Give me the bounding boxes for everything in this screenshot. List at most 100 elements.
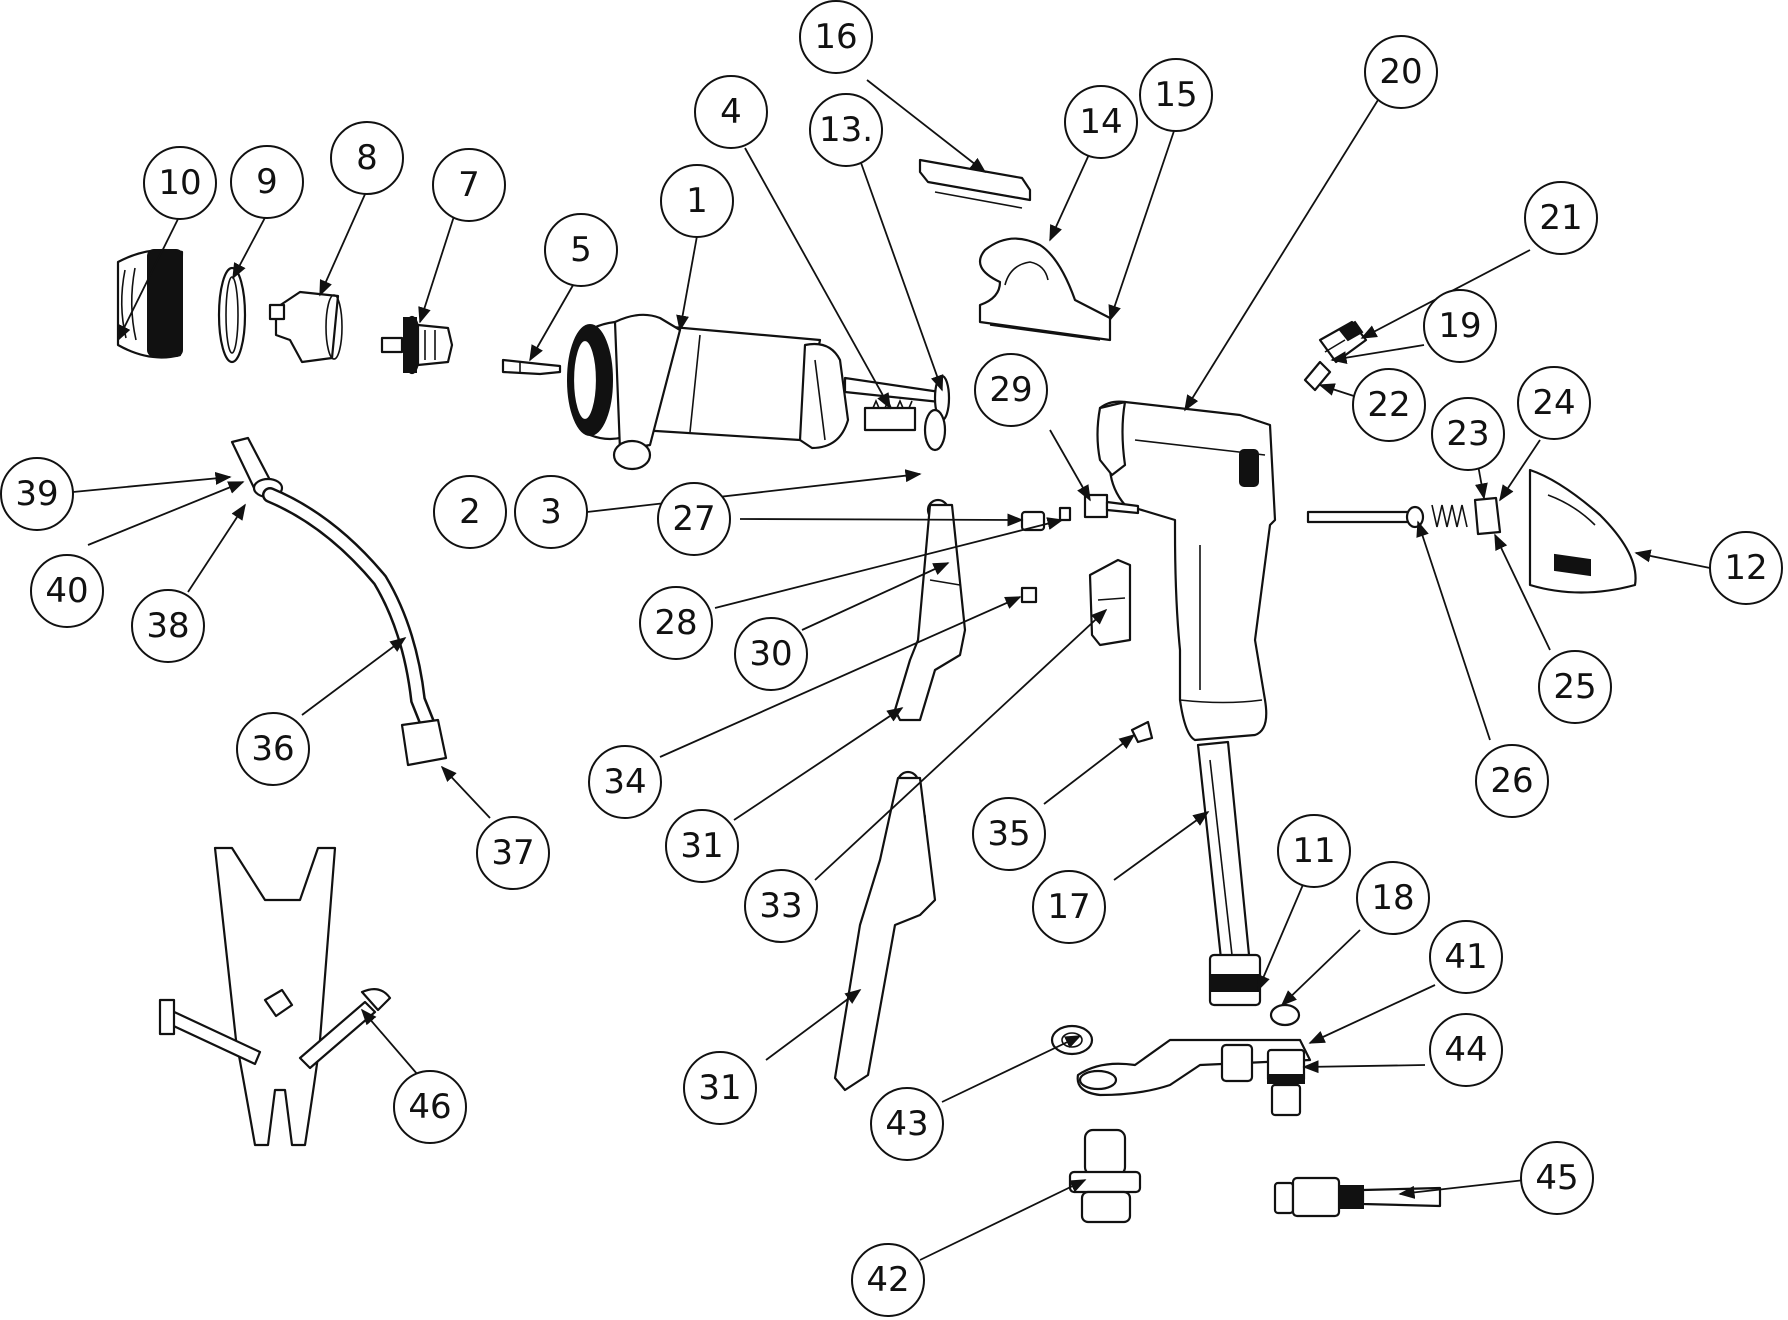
callout-29: 29 [974, 353, 1048, 427]
part-gun-body [567, 313, 850, 471]
leader-5 [529, 279, 577, 362]
callout-15: 15 [1139, 58, 1213, 132]
part-needle-seat [380, 315, 454, 375]
svg-text:16: 16 [814, 17, 857, 57]
leader-42 [919, 1179, 1087, 1261]
callout-8: 8 [330, 121, 404, 195]
callout-19: 19 [1423, 289, 1497, 363]
callout-22: 22 [1352, 368, 1426, 442]
callout-26: 26 [1475, 744, 1549, 818]
part-small-wedge [1130, 720, 1154, 744]
svg-text:25: 25 [1553, 667, 1596, 707]
leader-10 [117, 214, 181, 342]
leader-17 [1113, 811, 1210, 881]
svg-text:38: 38 [146, 606, 189, 646]
part-spring-plug [1431, 496, 1502, 536]
svg-text:8: 8 [356, 138, 378, 178]
callout-45: 45 [1520, 1141, 1594, 1215]
callout-9: 9 [230, 145, 304, 219]
callout-1: 1 [660, 164, 734, 238]
callout-31a: 31 [665, 809, 739, 883]
svg-text:35: 35 [987, 814, 1030, 854]
svg-text:10: 10 [158, 163, 201, 203]
leader-38 [187, 503, 246, 593]
callout-42: 42 [851, 1243, 925, 1317]
svg-text:37: 37 [491, 833, 534, 873]
callout-18: 18 [1356, 861, 1430, 935]
svg-text:41: 41 [1444, 937, 1487, 977]
callout-3: 3 [514, 475, 588, 549]
svg-text:24: 24 [1532, 383, 1575, 423]
callout-28: 28 [639, 586, 713, 660]
leader-41 [1308, 984, 1436, 1044]
leader-1 [676, 235, 698, 332]
svg-text:22: 22 [1367, 385, 1410, 425]
svg-text:43: 43 [885, 1104, 928, 1144]
callout-33: 33 [744, 869, 818, 943]
part-trigger-upper [893, 498, 967, 722]
part-tube [1196, 740, 1262, 1007]
svg-text:2: 2 [459, 492, 481, 532]
leader-30 [801, 562, 950, 631]
leader-40 [87, 481, 245, 546]
leader-28 [714, 517, 1064, 609]
part-drawings [116, 158, 1637, 1224]
svg-text:21: 21 [1539, 198, 1582, 238]
leader-34 [659, 596, 1022, 758]
callout-24: 24 [1517, 366, 1591, 440]
leader-27 [739, 513, 1024, 527]
part-hook-bracket [978, 237, 1112, 342]
callout-14: 14 [1064, 85, 1138, 159]
svg-text:18: 18 [1371, 878, 1414, 918]
callout-35: 35 [972, 797, 1046, 871]
callout-40: 40 [30, 554, 104, 628]
leader-23 [1475, 464, 1488, 500]
leader-11 [1257, 879, 1306, 992]
part-wrench-tool [158, 846, 392, 1147]
svg-text:14: 14 [1079, 102, 1122, 142]
svg-text:39: 39 [15, 474, 58, 514]
svg-text:20: 20 [1379, 52, 1422, 92]
svg-text:29: 29 [989, 370, 1032, 410]
leader-3 [586, 469, 922, 513]
leader-46 [360, 1008, 419, 1076]
leader-35 [1043, 734, 1136, 805]
callout-30: 30 [734, 617, 808, 691]
svg-text:15: 15 [1154, 75, 1197, 115]
leader-20 [1184, 99, 1379, 412]
callout-13: 13. [809, 93, 883, 167]
leader-33 [814, 608, 1108, 881]
part-hose-connector [1273, 1176, 1442, 1218]
callout-2: 2 [433, 475, 507, 549]
leader-18 [1280, 929, 1361, 1007]
svg-text:28: 28 [654, 603, 697, 643]
svg-text:44: 44 [1444, 1030, 1487, 1070]
leader-43 [941, 1035, 1082, 1103]
callout-21: 21 [1524, 181, 1598, 255]
leader-31a [733, 707, 904, 821]
callout-5: 5 [544, 213, 618, 287]
callout-23: 23 [1431, 397, 1505, 471]
leader-39 [72, 471, 232, 493]
leader-9 [232, 211, 269, 280]
callout-43: 43 [870, 1087, 944, 1161]
svg-text:34: 34 [603, 762, 646, 802]
leader-26 [1416, 520, 1491, 741]
leader-37 [440, 765, 491, 819]
leader-36 [301, 637, 407, 716]
svg-text:42: 42 [866, 1260, 909, 1300]
svg-text:13.: 13. [819, 110, 873, 150]
svg-text:9: 9 [256, 162, 278, 202]
svg-text:27: 27 [672, 499, 715, 539]
callout-44: 44 [1429, 1013, 1503, 1087]
callout-16: 16 [799, 0, 873, 74]
callout-39: 39 [0, 457, 74, 531]
callout-12: 12 [1709, 531, 1783, 605]
svg-text:36: 36 [251, 729, 294, 769]
svg-text:40: 40 [45, 571, 88, 611]
part-small-cube [1020, 586, 1038, 604]
callout-20: 20 [1364, 35, 1438, 109]
leader-45 [1398, 1179, 1526, 1199]
